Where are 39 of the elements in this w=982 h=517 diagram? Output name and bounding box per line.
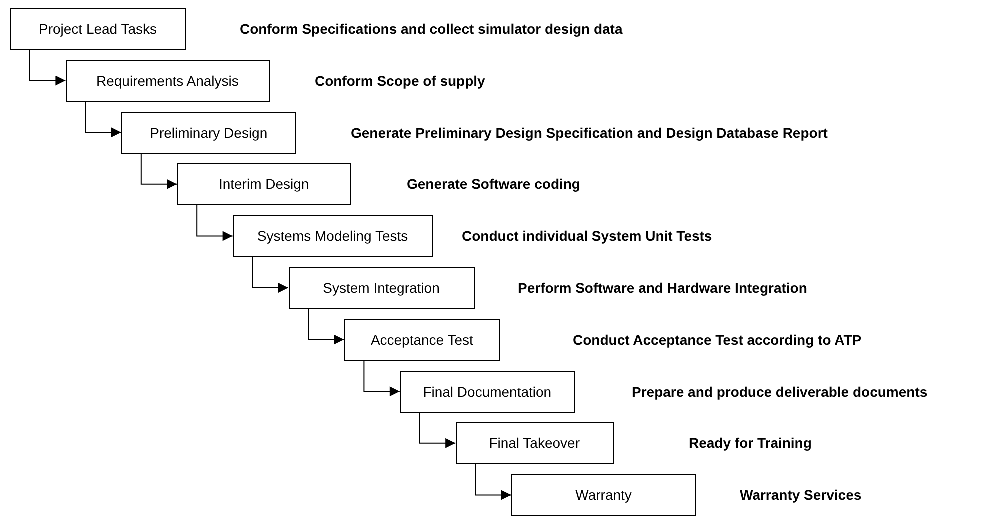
box-label: Systems Modeling Tests [257,228,408,244]
process-box [511,474,696,516]
box-label: Preliminary Design [150,124,268,141]
process-box [288,267,474,309]
arrow [252,256,289,293]
step-description: Ready for Training [689,435,812,452]
process-box [66,60,270,102]
process-box [177,163,352,206]
step-description: Generate Software coding [407,176,580,192]
step-description: Conduct individual System Unit Tests [462,228,712,244]
step-description: Perform Software and Hardware Integration [518,280,808,296]
step-description: Warranty Services [740,487,862,504]
box-label: Final Documentation [423,384,552,400]
box-label: Interim Design [218,176,310,192]
arrow [85,101,122,138]
process-box [121,112,296,154]
arrow [419,412,456,448]
process-box [456,422,614,464]
box-label: System Integration [323,280,440,296]
box-label: Warranty [576,487,632,504]
step-description: Conform Scope of supply [315,72,486,89]
box-label: Final Takeover [489,435,580,452]
arrow [364,360,400,397]
step-description: Conduct Acceptance Test according to ATP [573,332,862,348]
step-description: Generate Preliminary Design Specification and Design Database Report [351,124,828,141]
process-box [10,8,186,50]
process-box [232,215,433,258]
box-label: Acceptance Test [370,332,474,348]
arrow [140,153,178,190]
process-box [344,318,500,361]
box-label: Requirements Analysis [96,72,239,89]
process-box [400,370,575,413]
step-description: Prepare and produce deliverable documents [632,384,928,400]
arrow [308,308,345,345]
arrow [475,464,512,500]
box-label: Project Lead Tasks [38,21,158,37]
arrow [30,50,66,86]
arrow [196,204,234,242]
step-description: Conform Specifications and collect simulator design data [240,21,623,37]
